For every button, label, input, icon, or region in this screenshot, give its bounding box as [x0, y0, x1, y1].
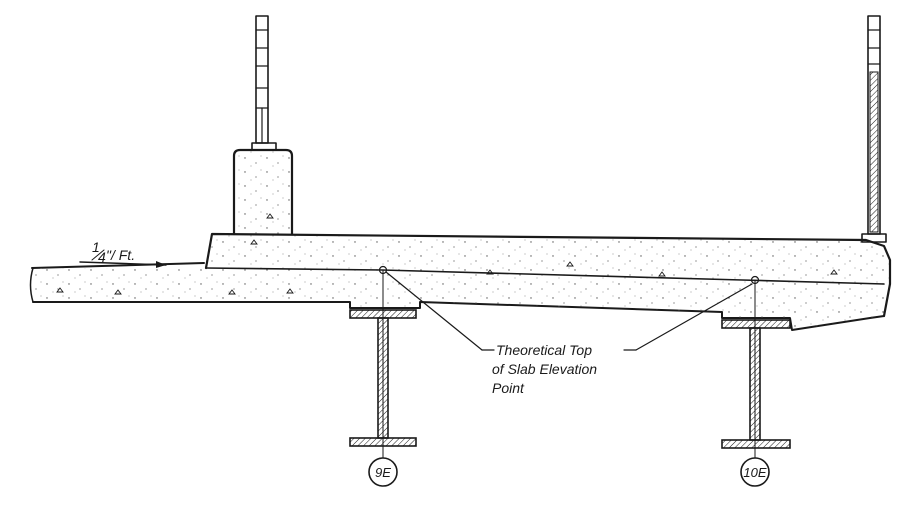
elevation-point-callout: Theoretical Top of Slab Elevation Point	[385, 271, 753, 396]
deck-slab	[29, 262, 885, 331]
girder-10e	[721, 275, 791, 459]
railing-post-right	[861, 15, 887, 243]
slope-annotation: 1 4 "/ Ft.	[79, 239, 167, 268]
callout-line-3: Point	[492, 380, 525, 396]
girder-label-10e: 10E	[743, 465, 766, 480]
callout-line-1: Theoretical Top	[496, 342, 592, 358]
aggregate-marks	[56, 213, 838, 295]
slope-fraction-numerator: 1	[92, 239, 100, 255]
girder-bubble-10e: 10E	[740, 457, 770, 487]
slope-fraction-denominator: 4	[98, 249, 106, 265]
slope-units: "/ Ft.	[106, 247, 135, 263]
sidewalk-block	[204, 232, 892, 318]
girder-9e	[349, 265, 417, 459]
girder-bubble-9e: 9E	[368, 457, 398, 487]
girder-label-9e: 9E	[375, 465, 391, 480]
parapet-block	[232, 142, 294, 236]
callout-line-2: of Slab Elevation	[492, 361, 597, 377]
slope-arrow-icon	[156, 261, 166, 268]
railing-post-left	[255, 15, 269, 144]
